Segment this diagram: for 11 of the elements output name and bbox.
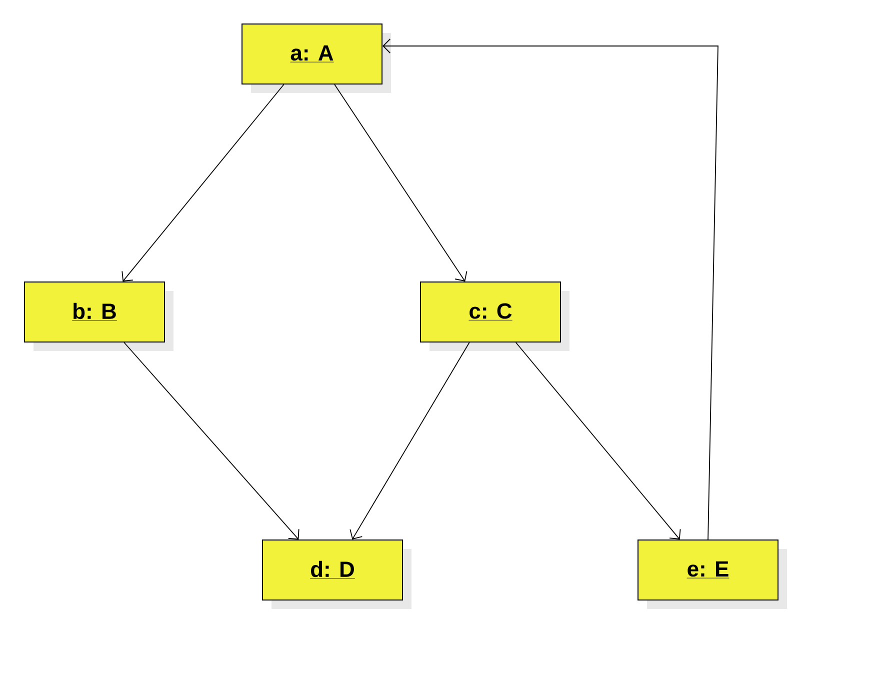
object-box: c: C xyxy=(420,282,570,351)
object-box: d: D xyxy=(262,540,412,609)
object-box: b: B xyxy=(24,282,174,351)
arrow xyxy=(124,342,300,540)
arrow xyxy=(382,38,718,540)
arrow xyxy=(350,342,470,540)
arrow xyxy=(122,84,284,282)
arrow xyxy=(515,342,681,540)
object-box: a: A xyxy=(242,24,391,93)
arrow xyxy=(334,84,468,282)
object-box: e: E xyxy=(638,540,787,609)
